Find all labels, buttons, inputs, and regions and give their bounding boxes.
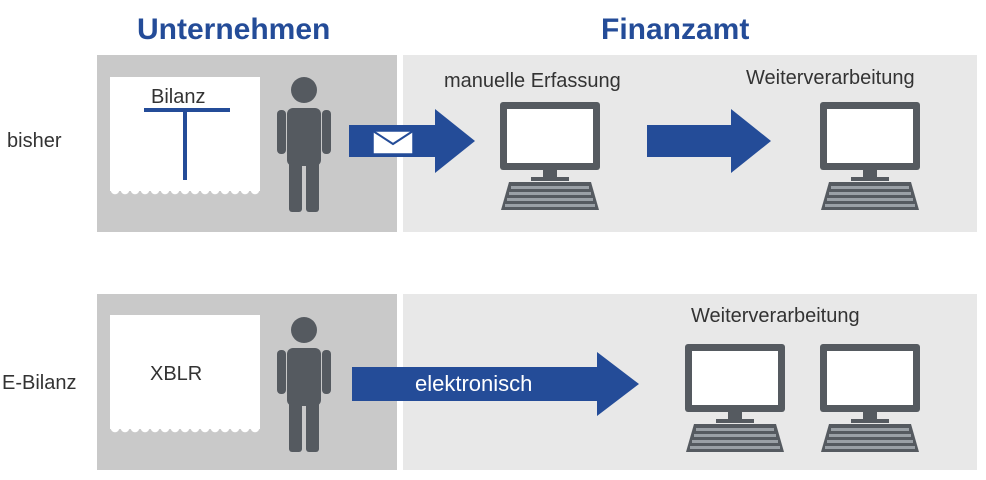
heading-unternehmen: Unternehmen	[137, 13, 331, 46]
document-title-xblr: XBLR	[150, 363, 203, 385]
document-title-bilanz: Bilanz	[151, 86, 206, 108]
document-torn-edge	[110, 190, 260, 198]
heading-finanzamt: Finanzamt	[601, 13, 750, 46]
t-account-icon	[144, 108, 230, 180]
caption-weiterverarbeitung-1: Weiterverarbeitung	[746, 67, 915, 89]
document-xblr	[110, 315, 260, 436]
computer-icon	[820, 344, 920, 452]
arrow-forward	[647, 109, 771, 173]
document-torn-edge	[110, 428, 260, 436]
computer-icon	[820, 102, 920, 210]
row-label-bisher: bisher	[7, 130, 62, 152]
computer-icon	[685, 344, 785, 452]
caption-manuelle-erfassung: manuelle Erfassung	[444, 70, 621, 92]
envelope-icon	[372, 130, 414, 155]
arrow-elektronisch	[352, 352, 639, 416]
row-label-e-bilanz: E-Bilanz	[2, 372, 77, 394]
person-icon	[277, 77, 331, 212]
caption-weiterverarbeitung-2: Weiterverarbeitung	[691, 305, 860, 327]
arrow-label-elektronisch: elektronisch	[415, 371, 533, 396]
computer-icon	[500, 102, 600, 210]
person-icon	[277, 317, 331, 452]
